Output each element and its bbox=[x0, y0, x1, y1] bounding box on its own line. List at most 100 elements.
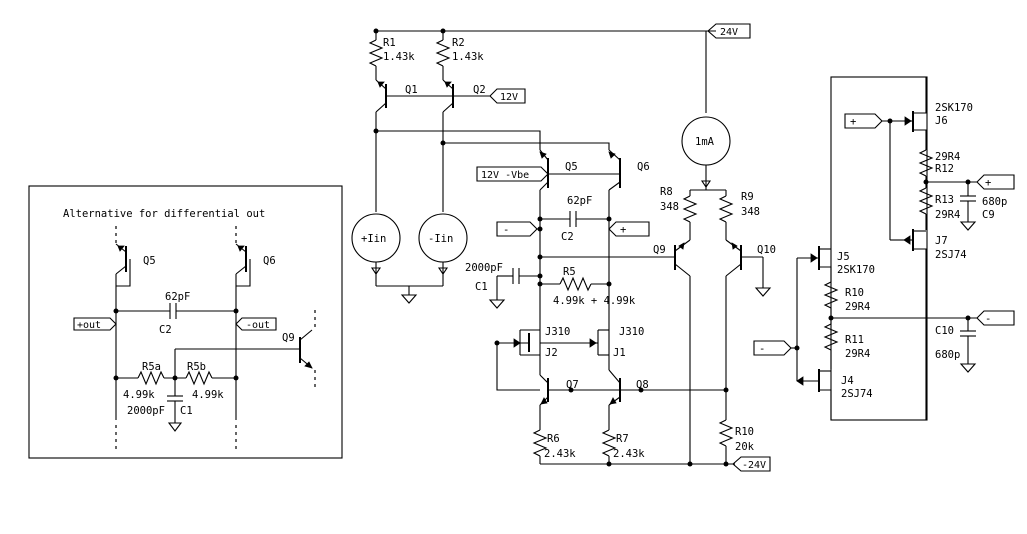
current-source-plus-iin: +Iin bbox=[351, 213, 401, 263]
q9-label: Q9 bbox=[653, 244, 666, 256]
r7-value: 2.43k bbox=[613, 448, 645, 460]
output-stage: + 2SK170 J6 29R4 R12 + R13 bbox=[753, 76, 1015, 421]
r5-value: 4.99k + 4.99k bbox=[553, 295, 636, 307]
j2-label: J2 bbox=[545, 347, 558, 359]
r10-out-value: 29R4 bbox=[845, 301, 870, 313]
j1-jfet: J1 bbox=[540, 329, 626, 370]
inset-r5a-label: R5a bbox=[142, 361, 161, 373]
j5-jfet: J5 2SK170 bbox=[797, 246, 875, 282]
r1-label: R1 bbox=[383, 37, 396, 49]
minus-input-label: - bbox=[503, 224, 509, 236]
output-minus-port: - bbox=[976, 310, 1015, 326]
j4-jfet: J4 2SJ74 bbox=[796, 369, 873, 420]
q5-label: Q5 bbox=[565, 161, 578, 173]
q2-label: Q2 bbox=[473, 84, 486, 96]
j7-label: J7 bbox=[935, 235, 948, 247]
inset-c2-value: 62pF bbox=[165, 291, 190, 303]
c9-label: C9 bbox=[982, 209, 995, 221]
r8-value: 348 bbox=[660, 201, 679, 213]
main-circuit: 24V R1 1.43k R2 1.43k Q1 Q2 bbox=[351, 23, 776, 472]
inset-q6-label: Q6 bbox=[263, 255, 276, 267]
r9-value: 348 bbox=[741, 206, 760, 218]
output-minus-label: - bbox=[985, 313, 991, 325]
j7-part-label: 2SJ74 bbox=[935, 249, 967, 261]
j6-jfet: 2SK170 J6 bbox=[904, 77, 973, 150]
minus-input-port: - bbox=[496, 221, 538, 237]
inset-plus-out-port: +out bbox=[73, 317, 117, 331]
q2-transistor: Q2 bbox=[442, 79, 486, 113]
j6-part-label: 2SK170 bbox=[935, 102, 973, 114]
output-minus-input-label: - bbox=[759, 343, 765, 355]
v12-vbe-port: 12V -Vbe bbox=[476, 166, 549, 182]
current-source-1ma-label: 1mA bbox=[695, 136, 715, 148]
inset-r5b-value: 4.99k bbox=[192, 389, 224, 401]
r10-out-label: R10 bbox=[845, 287, 864, 299]
r13-value: 29R4 bbox=[935, 209, 960, 221]
r12-value: 29R4 bbox=[935, 151, 960, 163]
inset-r5b-label: R5b bbox=[187, 361, 206, 373]
output-plus-input-port: + bbox=[844, 113, 883, 129]
current-source-minus-label: -Iin bbox=[428, 233, 453, 245]
inset-plus-out-label: +out bbox=[77, 320, 101, 331]
inset-minus-out-port: -out bbox=[235, 317, 277, 331]
output-plus-label: + bbox=[985, 177, 991, 189]
r10-main-value: 20k bbox=[735, 441, 755, 453]
q8-label: Q8 bbox=[636, 379, 649, 391]
q7-transistor: Q7 bbox=[539, 374, 579, 406]
r2-value: 1.43k bbox=[452, 51, 484, 63]
r8-label: R8 bbox=[660, 186, 673, 198]
c2-label: C2 bbox=[561, 231, 574, 243]
q1-label: Q1 bbox=[405, 84, 418, 96]
r11-label: R11 bbox=[845, 334, 864, 346]
q9-transistor: Q9 bbox=[653, 239, 691, 277]
inset-r5a-value: 4.99k bbox=[123, 389, 155, 401]
r1-value: 1.43k bbox=[383, 51, 415, 63]
j7-jfet: J7 2SJ74 bbox=[903, 229, 967, 420]
r7-label: R7 bbox=[616, 433, 629, 445]
r9-label: R9 bbox=[741, 191, 754, 203]
c10-label: C10 bbox=[935, 325, 954, 337]
inset-c1-value: 2000pF bbox=[127, 405, 165, 417]
plus-input-label: + bbox=[620, 224, 626, 236]
c2-value: 62pF bbox=[567, 195, 592, 207]
current-source-1ma: 1mA bbox=[681, 116, 731, 166]
plus-input-port: + bbox=[608, 221, 650, 237]
c10-value: 680p bbox=[935, 349, 960, 361]
r6-value: 2.43k bbox=[544, 448, 576, 460]
v12-rail-label: 12V bbox=[500, 92, 518, 103]
inset-c2-label: C2 bbox=[159, 324, 172, 336]
j2-jfet: J2 bbox=[497, 329, 558, 359]
q5-transistor: Q5 bbox=[539, 149, 578, 191]
neg24-rail-label: -24V bbox=[742, 460, 766, 471]
c1-value: 2000pF bbox=[465, 262, 503, 274]
r6-label: R6 bbox=[547, 433, 560, 445]
r11-value: 29R4 bbox=[845, 348, 870, 360]
c9-value: 680p bbox=[982, 196, 1007, 208]
current-source-minus-iin: -Iin bbox=[418, 213, 468, 263]
neg24-rail-port: -24V bbox=[732, 456, 771, 472]
r5-label: R5 bbox=[563, 266, 576, 278]
c1-label: C1 bbox=[475, 281, 488, 293]
j4-label: J4 bbox=[841, 375, 854, 387]
j5-label: J5 bbox=[837, 251, 850, 263]
q7-label: Q7 bbox=[566, 379, 579, 391]
inset-c1-label: C1 bbox=[180, 405, 193, 417]
q6-label: Q6 bbox=[637, 161, 650, 173]
output-plus-port: + bbox=[976, 174, 1015, 190]
inset-q6-transistor: Q6 bbox=[235, 226, 276, 287]
r12-label: R12 bbox=[935, 163, 954, 175]
inset-q9-transistor: Q9 bbox=[175, 310, 316, 388]
pos24-rail-label: 24V bbox=[720, 27, 738, 38]
r2-label: R2 bbox=[452, 37, 465, 49]
q10-transistor: Q10 bbox=[725, 239, 776, 277]
q10-label: Q10 bbox=[757, 244, 776, 256]
r13-label: R13 bbox=[935, 194, 954, 206]
r10-main-label: R10 bbox=[735, 426, 754, 438]
v12-vbe-label: 12V -Vbe bbox=[481, 170, 529, 181]
v12-rail-port: 12V bbox=[489, 88, 526, 104]
output-minus-input-port: - bbox=[753, 340, 792, 356]
q6-transistor: Q6 bbox=[608, 149, 650, 191]
j6-label: J6 bbox=[935, 115, 948, 127]
inset-differential-out: Alternative for differential out Q5 Q6 bbox=[28, 185, 343, 459]
q8-transistor: Q8 bbox=[608, 369, 649, 406]
